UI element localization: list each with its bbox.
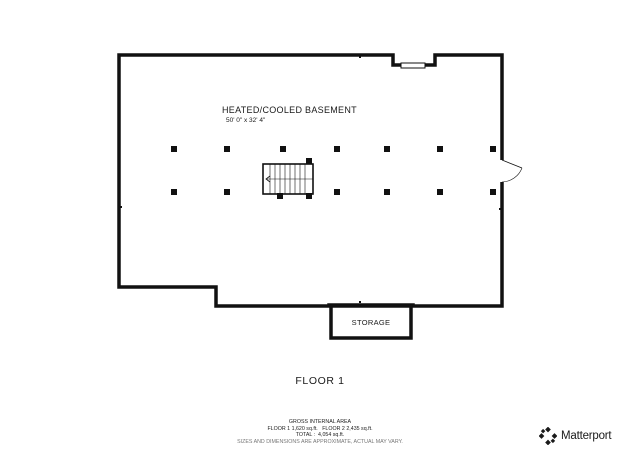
area-floors: FLOOR 1 1,620 sq.ft. FLOOR 2 2,435 sq.ft… [267,425,373,432]
storage-doorway [359,301,361,303]
basement-walls [117,53,504,308]
window [400,62,426,69]
support-columns [171,146,496,199]
area-disclaimer: SIZES AND DIMENSIONS ARE APPROXIMATE, AC… [237,438,403,445]
brand-name: Matterport [561,430,612,442]
storage-room [329,304,413,340]
area-heading: GROSS INTERNAL AREA [288,419,352,425]
room-name: HEATED/COOLED BASEMENT [222,105,357,115]
wall-marker [499,208,501,210]
door [499,159,523,183]
area-total: TOTAL : 4,054 sq.ft. [295,432,345,439]
storage-label: STORAGE [351,318,391,327]
wall-marker [120,206,122,208]
room-dimensions: 50' 0" x 32' 4" [226,117,266,124]
floor-label: FLOOR 1 [295,375,345,387]
area-summary: GROSS INTERNAL AREA FLOOR 1 1,620 sq.ft.… [200,419,440,445]
matterport-logo-icon [539,427,557,445]
matterport-logo: Matterport [539,427,612,445]
staircase [262,163,314,195]
wall-marker [359,56,361,58]
